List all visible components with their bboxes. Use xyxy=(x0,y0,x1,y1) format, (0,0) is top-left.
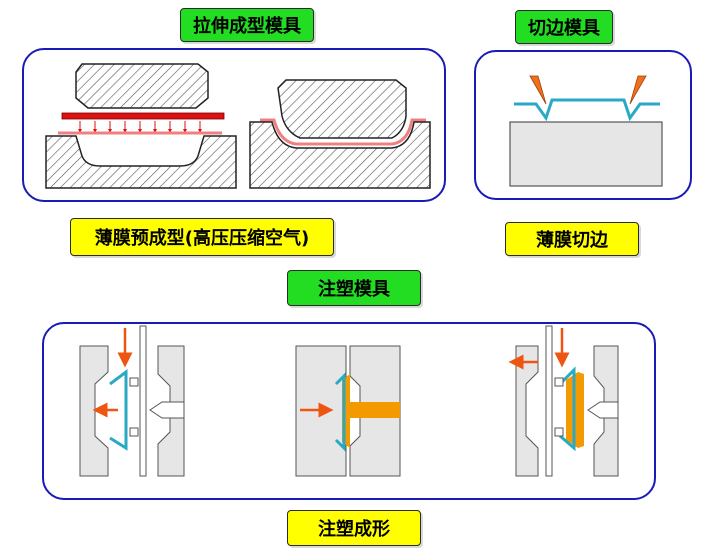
formed-film xyxy=(260,118,426,146)
mold-half-left xyxy=(515,345,539,477)
mold-plate xyxy=(139,325,147,477)
injection-mold-label: 注塑模具 xyxy=(287,270,421,306)
nozzle xyxy=(149,401,185,419)
film xyxy=(334,372,346,452)
injection-forming-label: 注塑成形 xyxy=(287,510,421,546)
trim-mold-label: 切边模具 xyxy=(515,10,613,44)
trim-blade-icon xyxy=(629,75,647,105)
film xyxy=(109,369,128,451)
clamp xyxy=(554,427,564,437)
film-sheet xyxy=(61,112,225,120)
trim-blade-icon xyxy=(529,75,547,105)
upper-punch xyxy=(75,63,209,109)
lower-die xyxy=(45,135,237,189)
stretch-mold-label: 拉伸成型模具 xyxy=(180,8,314,42)
upper-punch xyxy=(277,79,407,139)
film-preform-label: 薄膜预成型(高压压缩空气) xyxy=(70,218,334,256)
stretch-mold-before xyxy=(45,63,237,189)
nozzle xyxy=(587,401,619,419)
mold-plate xyxy=(545,325,553,477)
trim-mold xyxy=(509,75,663,187)
injection-step-2 xyxy=(295,345,401,477)
injection-step-3 xyxy=(508,325,619,477)
film-profile xyxy=(514,98,660,122)
lower-die xyxy=(249,121,431,189)
injection-step-1 xyxy=(79,325,185,477)
clamp xyxy=(129,377,139,387)
air-pressure-arrows xyxy=(78,121,202,133)
stretch-mold-after xyxy=(249,79,431,189)
clamp xyxy=(129,427,139,437)
melt-flow xyxy=(350,402,400,418)
film xyxy=(558,366,576,452)
film-trim-label: 薄膜切边 xyxy=(505,222,639,256)
trim-die xyxy=(509,121,663,187)
clamp xyxy=(554,377,564,387)
